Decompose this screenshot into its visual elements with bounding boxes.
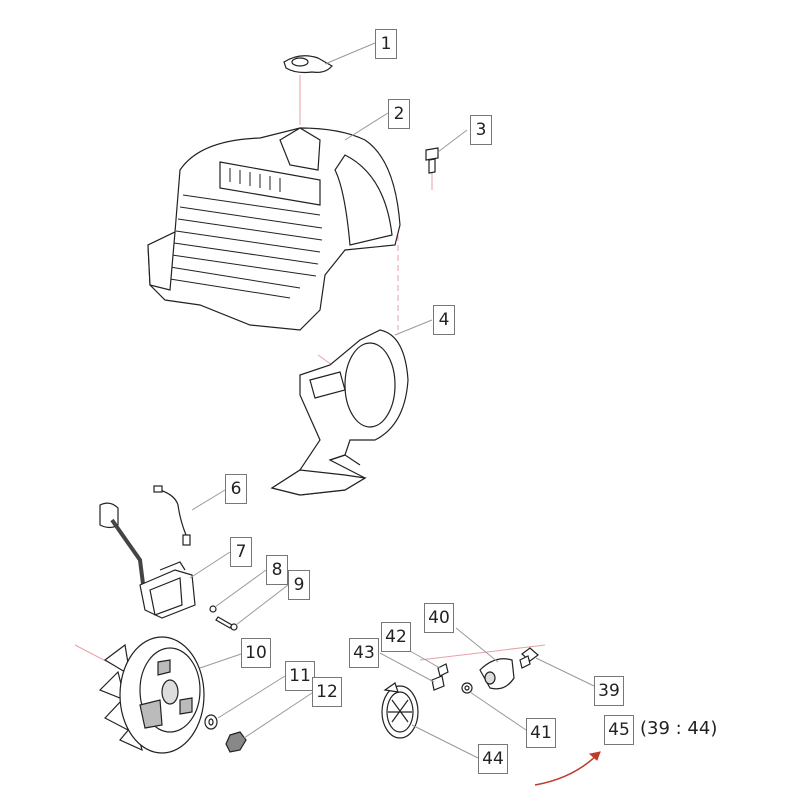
part-1-cap [283, 55, 333, 74]
part-40-pawl [479, 658, 515, 690]
part-43-pin [431, 675, 445, 691]
kit-arrow [534, 751, 601, 786]
kit-contents-note: (39 : 44) [640, 718, 718, 739]
part-41-washer [461, 682, 473, 694]
callout-39[interactable]: 39 [594, 676, 624, 706]
callout-7[interactable]: 7 [230, 537, 252, 567]
part-44-starter-pulley [381, 682, 419, 739]
callout-42[interactable]: 42 [381, 622, 411, 652]
callout-3[interactable]: 3 [470, 115, 492, 145]
part-6-wire [153, 485, 191, 546]
callout-11[interactable]: 11 [285, 661, 315, 691]
part-11-washer [204, 714, 218, 730]
part-7-ignition-coil [99, 502, 196, 619]
callout-8[interactable]: 8 [266, 555, 288, 585]
callout-41[interactable]: 41 [526, 718, 556, 748]
part-12-nut [225, 731, 247, 753]
callout-6[interactable]: 6 [225, 474, 247, 504]
part-42-spring [437, 663, 449, 677]
callout-1[interactable]: 1 [375, 29, 397, 59]
part-3-screw [425, 147, 439, 174]
callout-44[interactable]: 44 [478, 744, 508, 774]
callout-4[interactable]: 4 [433, 305, 455, 335]
callout-12[interactable]: 12 [312, 677, 342, 707]
part-9-screw [215, 616, 238, 631]
callout-2[interactable]: 2 [388, 99, 410, 129]
callout-45[interactable]: 45 [604, 715, 634, 745]
part-8-washer [209, 605, 217, 613]
callout-40[interactable]: 40 [424, 603, 454, 633]
part-39-screw [519, 647, 539, 669]
part-4-fan-housing [270, 329, 409, 496]
leader-lines [189, 42, 595, 759]
callout-9[interactable]: 9 [288, 570, 310, 600]
callout-10[interactable]: 10 [241, 638, 271, 668]
part-10-flywheel [98, 636, 205, 754]
part-2-engine-cover [147, 127, 401, 331]
callout-43[interactable]: 43 [349, 638, 379, 668]
